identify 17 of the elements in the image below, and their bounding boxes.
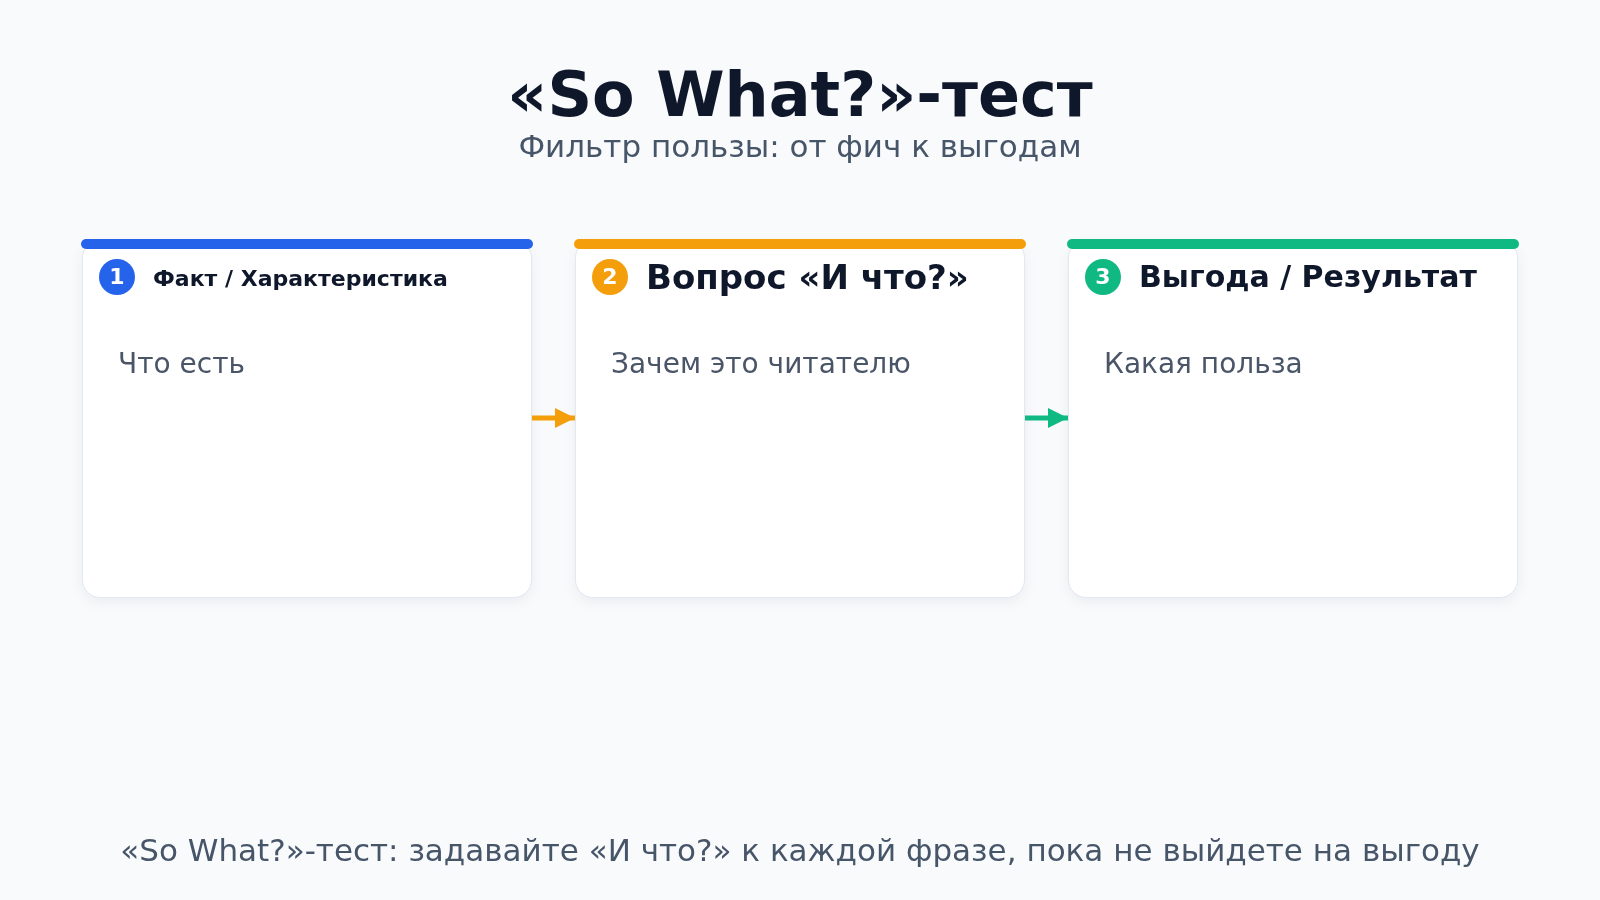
process-card [82,240,532,598]
arrow [1025,408,1068,428]
card-heading: Факт / Характеристика [153,265,449,293]
subtitle: Фильтр пользы: от фич к выгодам [517,128,1083,164]
card-body: Какая польза [1104,347,1303,380]
title: «So What?»-тест [506,58,1094,131]
caption: «So What?»-тест: задавайте «И что?» к каждой фразе, пока не выйдете на выгоду [119,832,1481,868]
step-number: 2 [592,259,628,295]
arrow [532,408,575,428]
card-body: Зачем это читателю [611,347,911,380]
process-card [575,240,1025,598]
card-body: Что есть [118,347,245,380]
step-number: 1 [99,259,135,295]
card-heading: Выгода / Результат [1139,258,1478,296]
process-card [1068,240,1518,598]
step-number: 3 [1085,259,1121,295]
card-heading: Вопрос «И что?» [646,256,970,299]
